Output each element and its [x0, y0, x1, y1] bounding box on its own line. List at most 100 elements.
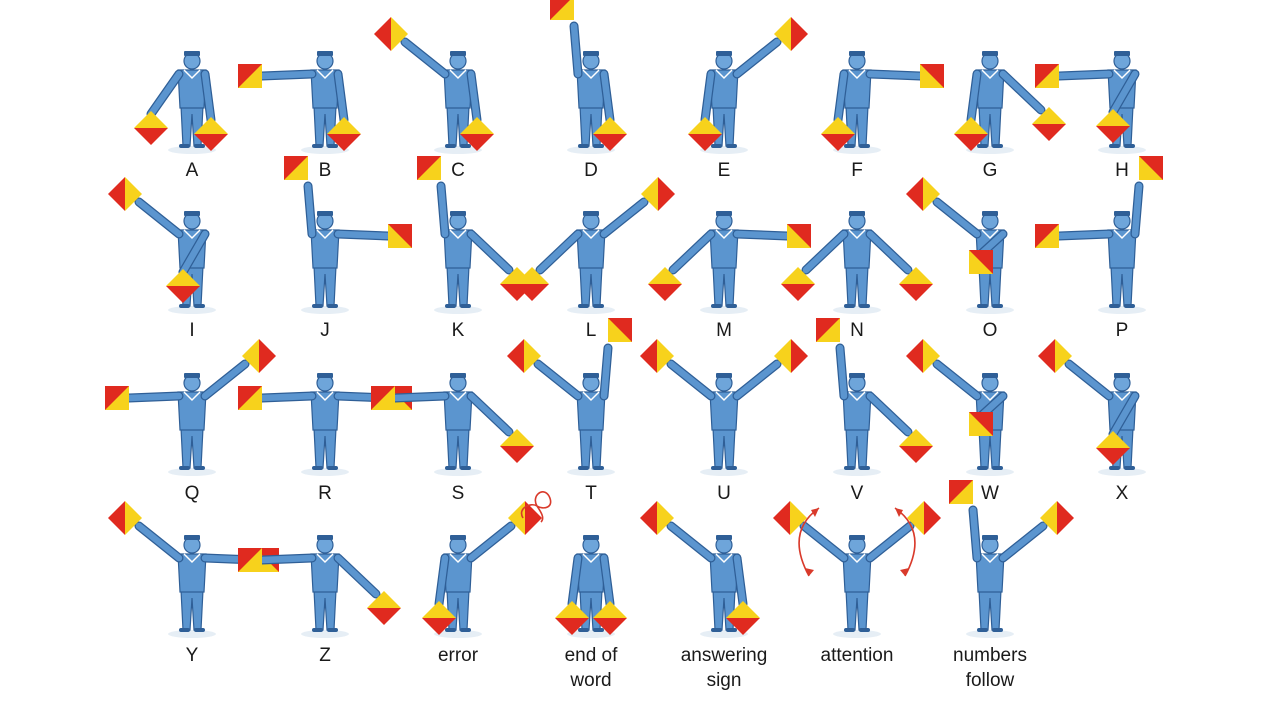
semaphore-figure	[374, 17, 494, 154]
left-flag	[773, 501, 807, 535]
left-flag	[417, 156, 441, 180]
sign-label: D	[584, 160, 598, 181]
left-flag	[108, 501, 142, 535]
semaphore-figure	[1038, 339, 1146, 476]
sign-label: T	[585, 483, 597, 504]
sign-label: I	[189, 320, 195, 341]
left-flag	[816, 318, 840, 342]
left-flag	[238, 64, 262, 88]
semaphore-figure	[422, 491, 552, 638]
right-flag	[242, 339, 276, 373]
left-flag	[507, 339, 541, 373]
semaphore-figure	[108, 177, 216, 314]
left-flag	[238, 548, 262, 572]
semaphore-figure	[371, 373, 534, 476]
semaphore-figure	[954, 51, 1066, 154]
left-flag	[1035, 64, 1059, 88]
right-flag	[899, 267, 933, 301]
right-flag	[969, 412, 993, 436]
semaphore-figure	[105, 339, 276, 476]
sign-label: J	[320, 320, 330, 341]
sign-label: S	[451, 483, 465, 504]
left-flag	[108, 177, 142, 211]
semaphore-figure	[515, 177, 675, 314]
sign-label: Y	[185, 645, 199, 666]
right-flag	[460, 117, 494, 151]
right-flag	[608, 318, 632, 342]
sign-label: end of word	[564, 645, 618, 691]
left-flag	[238, 386, 262, 410]
right-flag	[508, 501, 542, 535]
right-flag	[1032, 107, 1066, 141]
semaphore-figure	[417, 156, 534, 314]
semaphore-figure	[284, 156, 412, 314]
left-flag	[781, 267, 815, 301]
sign-label: L	[585, 320, 597, 341]
sign-label: R	[318, 483, 332, 504]
left-flag	[134, 111, 168, 145]
left-flag	[515, 267, 549, 301]
right-flag	[593, 601, 627, 635]
semaphore-figure	[555, 535, 627, 638]
left-flag	[550, 0, 574, 20]
semaphore-figure	[906, 177, 1014, 314]
right-flag	[500, 429, 534, 463]
right-flag	[367, 591, 401, 625]
semaphore-figure	[781, 211, 933, 314]
semaphore-figure	[816, 318, 933, 476]
right-flag	[641, 177, 675, 211]
right-flag	[1040, 501, 1074, 535]
sign-label: P	[1115, 320, 1129, 341]
left-flag	[640, 339, 674, 373]
sign-label: V	[850, 483, 864, 504]
semaphore-figure	[1035, 156, 1163, 314]
left-flag	[1035, 224, 1059, 248]
right-flag	[726, 601, 760, 635]
semaphore-figure	[134, 51, 228, 154]
left-flag	[949, 480, 973, 504]
sign-label: B	[318, 160, 332, 181]
left-flag	[555, 601, 589, 635]
sign-label: U	[717, 483, 731, 504]
right-flag	[907, 501, 941, 535]
sign-label: Z	[319, 645, 331, 666]
semaphore-figure	[238, 51, 361, 154]
semaphore-figure	[648, 211, 811, 314]
sign-label: G	[982, 160, 998, 181]
sign-label: M	[716, 320, 732, 341]
right-flag	[774, 17, 808, 51]
right-flag	[166, 269, 200, 303]
right-flag	[194, 117, 228, 151]
semaphore-figure	[821, 51, 944, 154]
right-flag	[969, 250, 993, 274]
right-flag	[774, 339, 808, 373]
left-flag	[821, 117, 855, 151]
semaphore-figure	[640, 501, 760, 638]
right-flag	[1139, 156, 1163, 180]
right-flag	[787, 224, 811, 248]
semaphore-figure	[507, 318, 632, 476]
left-flag	[422, 601, 456, 635]
left-flag	[374, 17, 408, 51]
left-flag	[906, 177, 940, 211]
right-flag	[920, 64, 944, 88]
right-flag	[1096, 109, 1130, 143]
sign-label: F	[851, 160, 863, 181]
semaphore-figure	[238, 535, 401, 638]
sign-label: N	[850, 320, 864, 341]
left-flag	[954, 117, 988, 151]
semaphore-figure	[773, 501, 941, 638]
right-flag	[899, 429, 933, 463]
sign-label: E	[717, 160, 731, 181]
left-flag	[688, 117, 722, 151]
sign-label: O	[982, 320, 998, 341]
sign-label: answering sign	[680, 645, 768, 691]
right-flag	[1096, 431, 1130, 465]
semaphore-figure	[906, 339, 1014, 476]
sign-label: A	[185, 160, 199, 181]
semaphore-figure	[550, 0, 627, 154]
left-flag	[284, 156, 308, 180]
sign-label: X	[1115, 483, 1129, 504]
right-flag	[327, 117, 361, 151]
